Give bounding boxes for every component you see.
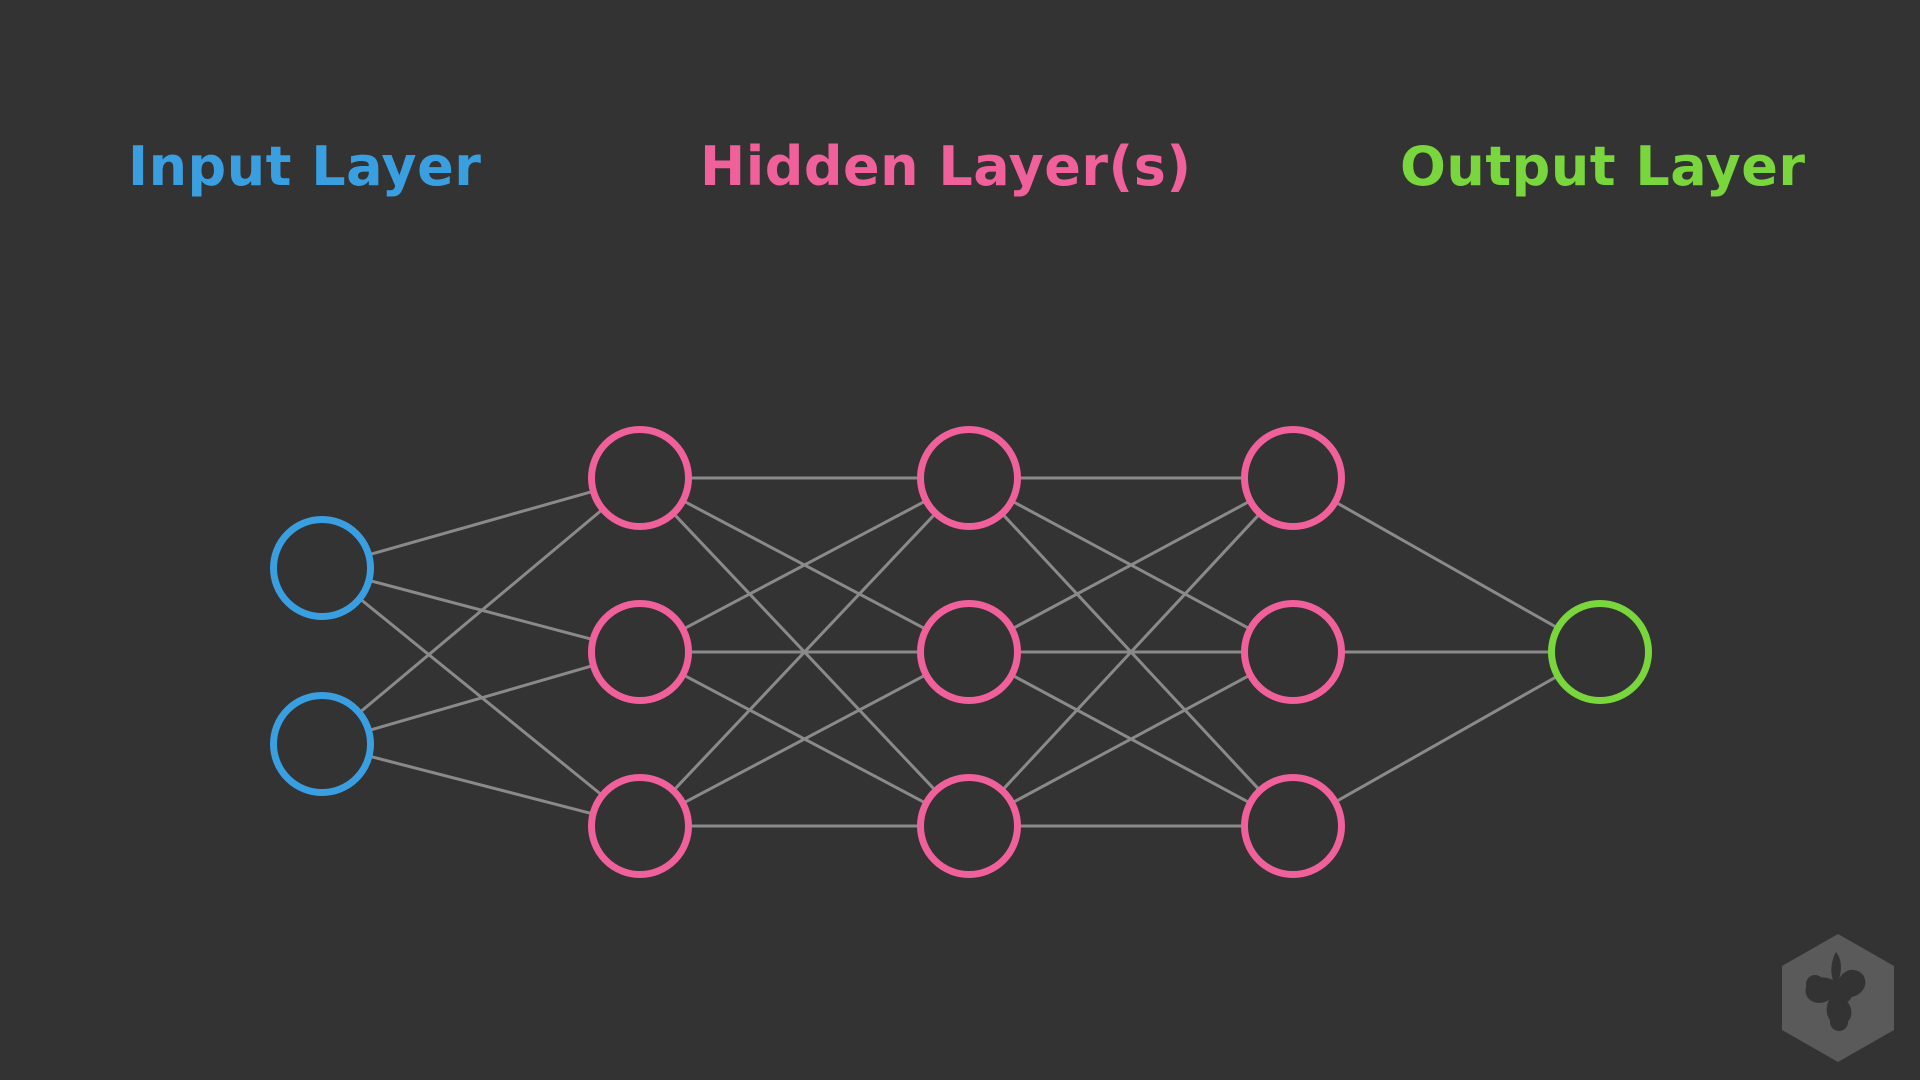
node-input (270, 692, 374, 796)
node-input (270, 516, 374, 620)
layer-label-hidden: Hidden Layer(s) (700, 135, 1192, 198)
node-hidden1 (588, 426, 692, 530)
node-output (1548, 600, 1652, 704)
node-hidden2 (917, 426, 1021, 530)
edge (1002, 514, 1260, 790)
edge (360, 509, 602, 713)
hexagon-neuron-logo-icon (1782, 934, 1894, 1062)
node-hidden3 (1241, 426, 1345, 530)
edge (1013, 501, 1249, 629)
node-hidden3 (1241, 774, 1345, 878)
layer-label-output: Output Layer (1400, 135, 1806, 198)
edge (684, 500, 925, 630)
node-hidden1 (588, 600, 692, 704)
edge (370, 490, 592, 556)
edge (370, 664, 592, 732)
layer-label-input: Input Layer (128, 135, 482, 198)
node-hidden2 (917, 600, 1021, 704)
edge (370, 755, 592, 815)
edge (1336, 502, 1557, 628)
edge (1013, 675, 1249, 803)
edge (674, 514, 935, 790)
node-hidden2 (917, 774, 1021, 878)
edge (684, 674, 925, 804)
edges-group (360, 476, 1557, 828)
edge (1336, 676, 1557, 802)
nodes-group (270, 426, 1652, 878)
node-hidden1 (588, 774, 692, 878)
node-hidden3 (1241, 600, 1345, 704)
